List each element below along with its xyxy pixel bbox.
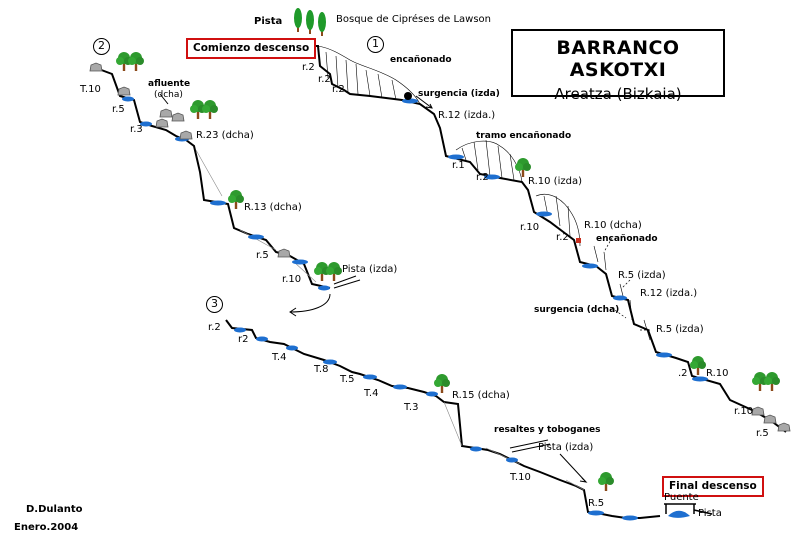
start-label: Comienzo descenso [186, 38, 317, 59]
end-label: Final descenso [662, 476, 764, 497]
label-r2-top2: r.2 [318, 74, 331, 85]
label-r15-dcha: R.15 (dcha) [452, 390, 510, 401]
section-3-arrows [509, 439, 588, 483]
section-1-profile [300, 45, 787, 433]
label-r10-dcha-a: R.10 (dcha) [584, 220, 642, 231]
title-box: BARRANCO ASKOTXI Areatza (Bizkaia) [511, 29, 725, 103]
end-bridge [664, 503, 713, 515]
label-r5-c: R.5 [588, 498, 605, 509]
section-2-pools [122, 96, 330, 291]
label-r13-dcha: R.13 (dcha) [244, 202, 302, 213]
label-pista-end: Pista [698, 508, 722, 519]
label-r12-izda-a: R.12 (izda.) [438, 110, 496, 121]
label-r5-b: r.5 [256, 250, 269, 261]
label-t8: T.8 [314, 364, 329, 375]
pointer-lines [603, 237, 650, 331]
label-encanonado-2: encañonado [596, 234, 658, 244]
label-r2-c: .2 [678, 368, 688, 379]
label-r10-c: r.10 [734, 406, 754, 417]
label-puente: Puente [664, 492, 699, 503]
map-title: BARRANCO ASKOTXI [556, 37, 680, 81]
label-surgencia-izda: surgencia (izda) [418, 89, 500, 99]
author: D.Dulanto [26, 504, 83, 515]
label-r2-top3: r.2 [332, 84, 345, 95]
section-1-pools [402, 98, 708, 382]
label-r23-dcha: R.23 (dcha) [196, 130, 254, 141]
label-r10-a: r.10 [520, 222, 540, 233]
label-r10-b: R.10 [706, 368, 729, 379]
section-number-2: 2 [93, 38, 110, 55]
label-r2-s3a: r.2 [208, 322, 221, 333]
section-2-walls [195, 149, 317, 283]
label-t4-b: T.4 [364, 388, 379, 399]
label-r5-top: r.5 [112, 104, 125, 115]
label-t10-top: T.10 [80, 84, 101, 95]
label-t3: T.3 [404, 402, 419, 413]
label-r5-izda-b: R.5 (izda) [656, 324, 704, 335]
label-t10-bottom: T.10 [510, 472, 531, 483]
label-r2-a: r.2 [476, 172, 489, 183]
section-3-pools [234, 327, 690, 521]
label-r5-izda-a: R.5 (izda) [618, 270, 666, 281]
map-subtitle: Areatza (Bizkaia) [554, 85, 682, 103]
label-r1: r.1 [452, 160, 465, 171]
label-r2-b: r.2 [556, 232, 569, 243]
label-pista-top: Pista [254, 16, 283, 27]
label-pista-izda-b: Pista (izda) [538, 442, 594, 453]
label-resaltes: resaltes y toboganes [494, 425, 601, 435]
label-surgencia-dcha: surgencia (dcha) [534, 305, 620, 315]
section-2-arrows [159, 93, 433, 317]
label-dcha-paren: (dcha) [154, 90, 183, 100]
label-tramo-encanonado: tramo encañonado [476, 131, 572, 141]
label-r2-s3b: r2 [238, 334, 249, 345]
section-1-rocks [299, 46, 791, 432]
section-number-3: 3 [206, 296, 223, 313]
label-t5: T.5 [340, 374, 355, 385]
label-afluente: afluente [148, 79, 191, 89]
label-t4-a: T.4 [272, 352, 287, 363]
section-number-1: 1 [367, 36, 384, 53]
label-r2-top1: r.2 [302, 62, 315, 73]
label-pista-izda-a: Pista (izda) [342, 264, 398, 275]
label-r10-d: r.10 [282, 274, 302, 285]
label-r12-izda-b: R.12 (izda.) [640, 288, 698, 299]
label-encanonado-1: encañonado [390, 55, 452, 65]
section-2-rocks [89, 62, 291, 258]
date: Enero.2004 [14, 522, 79, 533]
label-r3: r.3 [130, 124, 143, 135]
label-r10-izda: R.10 (izda) [528, 176, 582, 187]
label-bosque: Bosque de Cipréses de Lawson [336, 14, 492, 25]
label-r5-a: r.5 [756, 428, 769, 439]
